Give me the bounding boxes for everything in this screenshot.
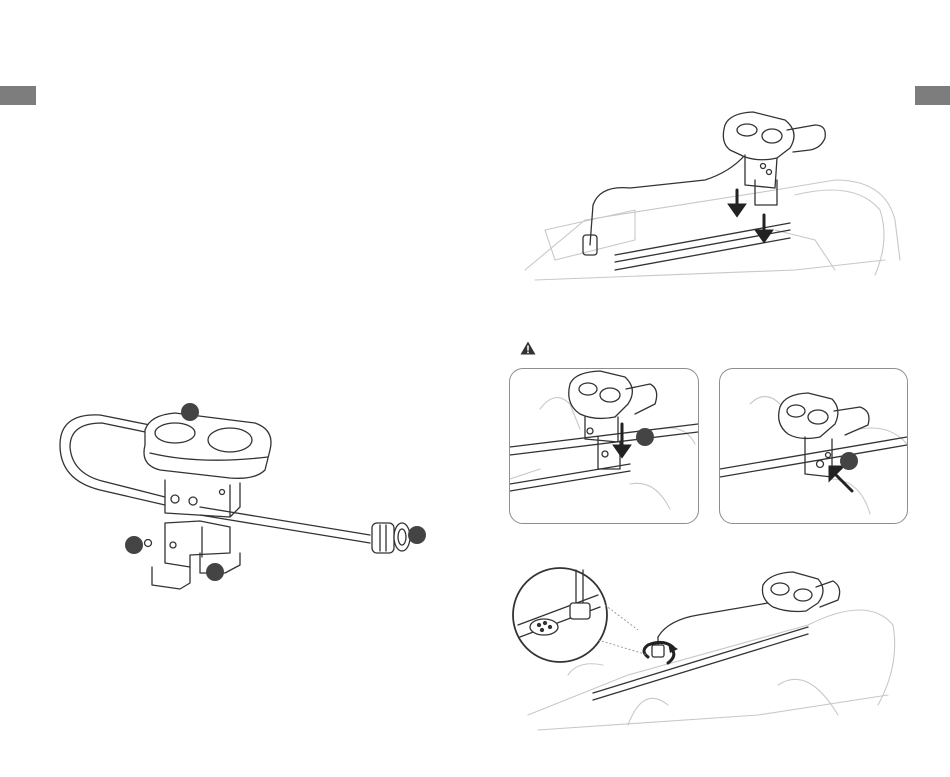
- page-tab-right: [915, 86, 950, 105]
- connect-cable-illustration: [508, 565, 900, 735]
- tiller-exploded-illustration: [40, 395, 440, 595]
- step-panel-fasten-screw: [719, 368, 908, 524]
- step-panel-insert-bracket: [509, 368, 699, 524]
- warning-icon: [520, 341, 536, 355]
- page-tab-left: [0, 86, 36, 105]
- tiller-mount-illustration: [515, 110, 905, 295]
